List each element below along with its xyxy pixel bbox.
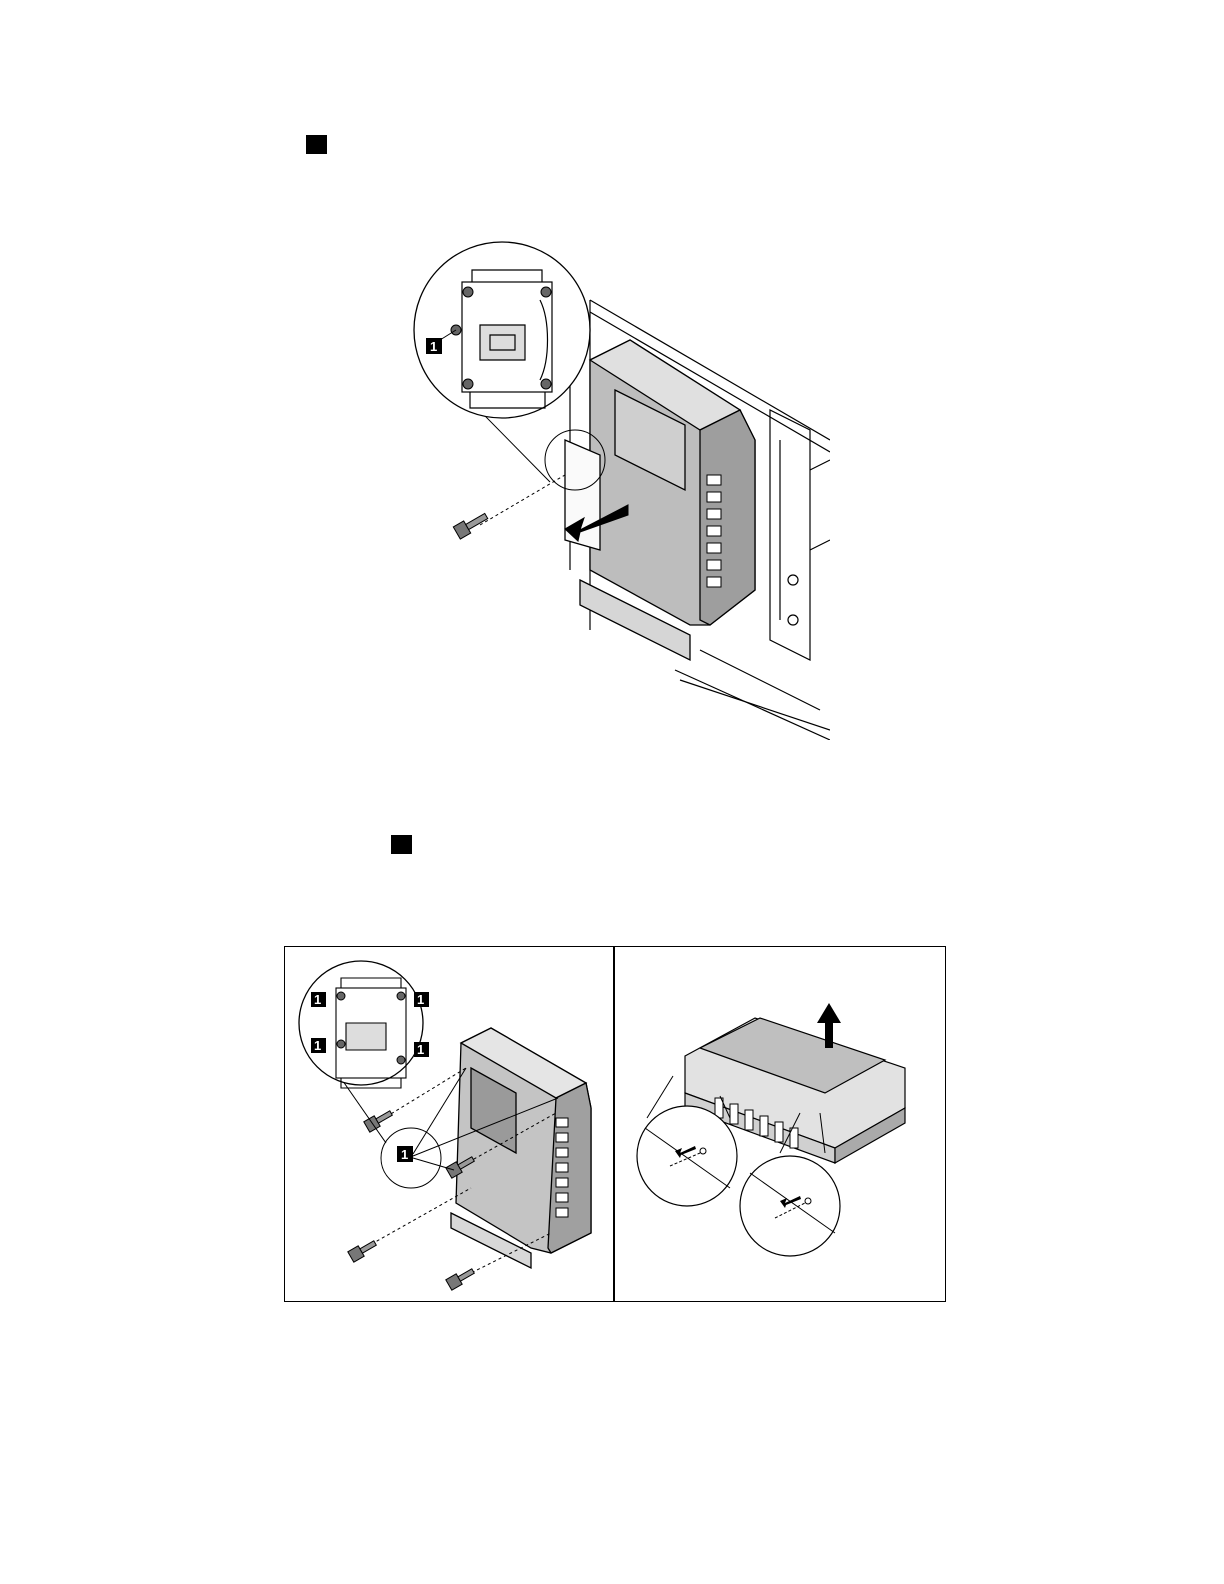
step-marker-2 <box>391 835 412 854</box>
callout-label: 1 <box>417 992 424 1007</box>
figure-remove-drive-bracket: 1 <box>400 240 830 740</box>
callout-label: 1 <box>401 1147 408 1162</box>
callout-label: 1 <box>430 339 437 354</box>
callout-label: 1 <box>314 992 321 1007</box>
step-marker-1 <box>306 135 327 154</box>
callout-label: 1 <box>417 1042 424 1057</box>
figure-lift-drive-out <box>615 948 944 1300</box>
callout-label: 1 <box>314 1038 321 1053</box>
figure-remove-bracket-screws: 1 1 1 1 1 <box>286 948 612 1300</box>
